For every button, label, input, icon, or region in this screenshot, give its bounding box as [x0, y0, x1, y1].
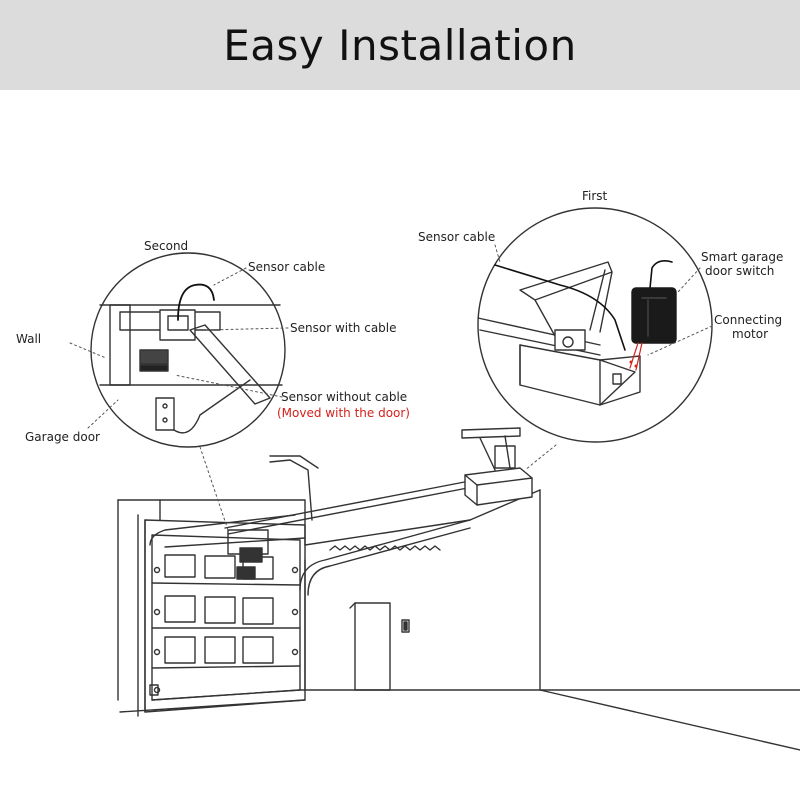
- label-sensor-without-cable: Sensor without cable: [281, 390, 408, 404]
- label-connecting-line2: motor: [732, 327, 769, 341]
- garage-room: [117, 489, 800, 751]
- label-connecting-line1: Connecting: [714, 313, 783, 327]
- page-title: Easy Installation: [223, 20, 577, 70]
- label-first: First: [582, 189, 608, 203]
- label-moved-with-door: (Moved with the door): [277, 406, 410, 420]
- installation-diagram: [69, 207, 800, 751]
- label-smart-switch-line2: door switch: [705, 264, 775, 278]
- leader-lines: [69, 244, 713, 531]
- opener-track: [117, 427, 533, 701]
- label-wall: Wall: [16, 332, 42, 346]
- label-garage-door: Garage door: [25, 430, 100, 444]
- label-sensor-cable-right: Sensor cable: [418, 230, 496, 244]
- label-smart-switch-line1: Smart garage: [701, 250, 784, 264]
- label-sensor-with-cable: Sensor with cable: [290, 321, 397, 335]
- second-detail-circle: [90, 252, 286, 448]
- label-second: Second: [144, 239, 189, 253]
- title-banner: Easy Installation: [0, 0, 800, 90]
- label-sensor-cable-left: Sensor cable: [248, 260, 326, 274]
- first-detail-circle: [477, 207, 713, 443]
- garage-door: [137, 514, 306, 717]
